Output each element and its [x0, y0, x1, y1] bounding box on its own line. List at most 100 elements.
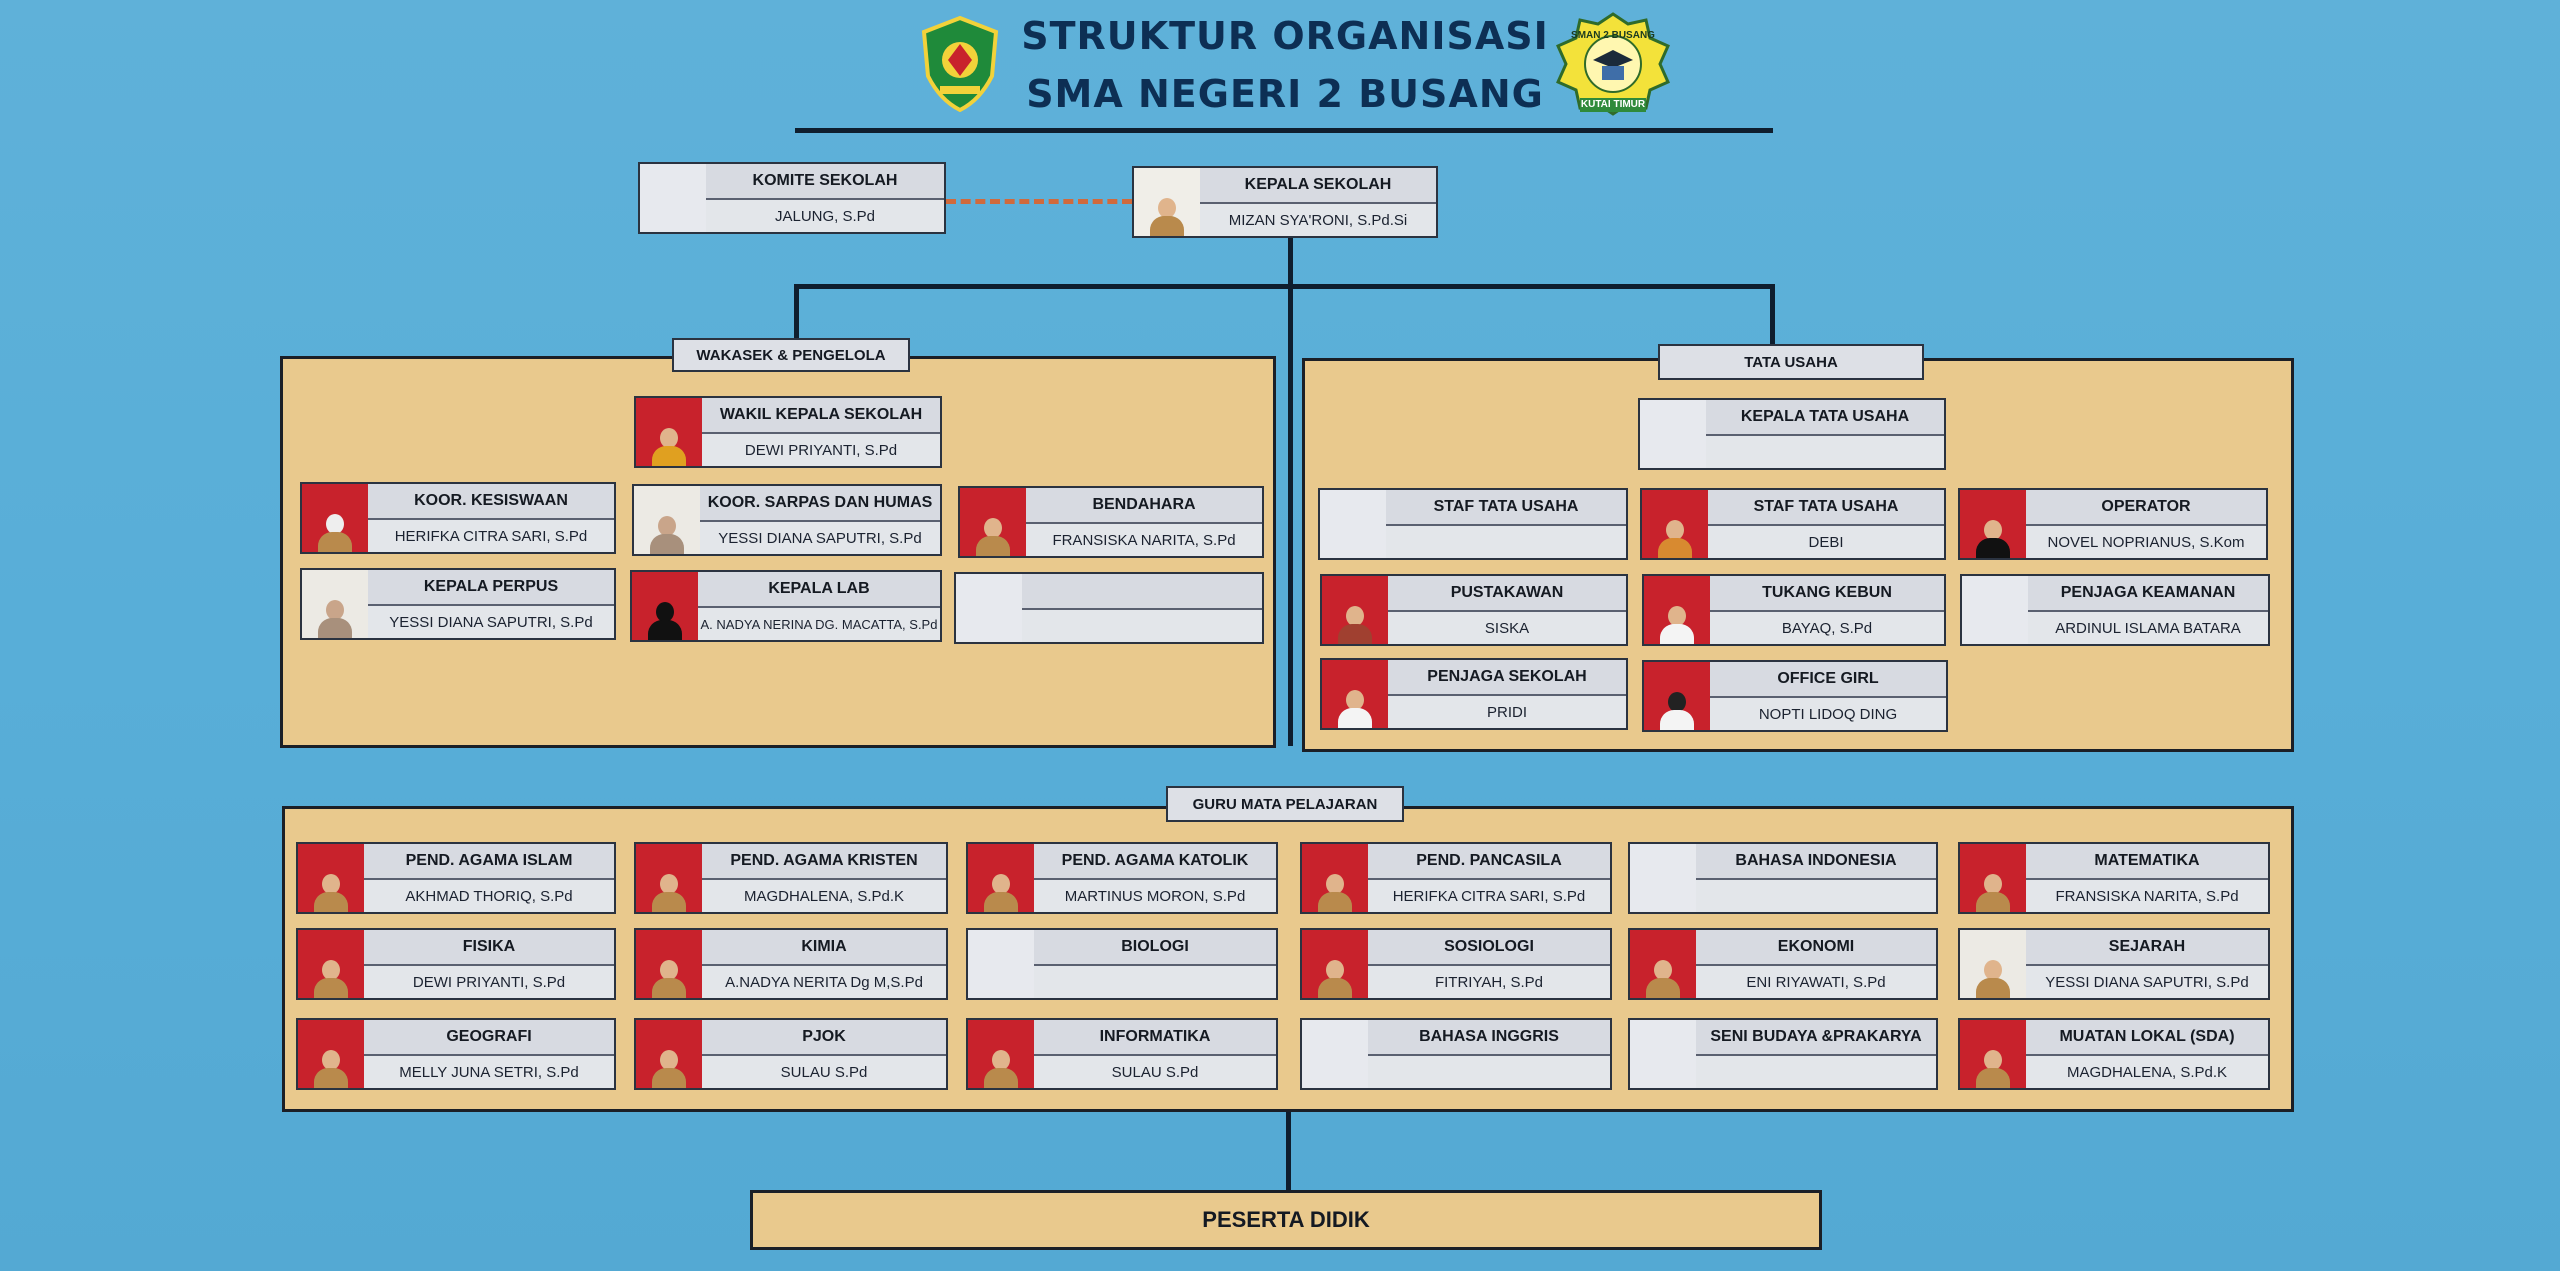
card-name: ARDINUL ISLAMA BATARA	[2028, 612, 2268, 644]
person-photo	[968, 844, 1036, 912]
card-wakil-kepala: WAKIL KEPALA SEKOLAH DEWI PRIYANTI, S.Pd	[634, 396, 942, 468]
person-photo	[636, 1020, 704, 1088]
card-name: AKHMAD THORIQ, S.Pd	[364, 880, 614, 912]
card-role: KEPALA LAB	[698, 572, 940, 608]
card-role: MATEMATIKA	[2026, 844, 2268, 880]
label-tata-usaha: TATA USAHA	[1658, 344, 1924, 380]
card-role: KEPALA SEKOLAH	[1200, 168, 1436, 204]
person-photo	[298, 844, 366, 912]
card-role: OPERATOR	[2026, 490, 2266, 526]
card-role: PEND. AGAMA ISLAM	[364, 844, 614, 880]
card-role: FISIKA	[364, 930, 614, 966]
card-penjaga-keamanan: PENJAGA KEAMANAN ARDINUL ISLAMA BATARA	[1960, 574, 2270, 646]
person-photo	[968, 1020, 1036, 1088]
page-title-line2: SMA NEGERI 2 BUSANG	[1026, 72, 1544, 116]
card-kepala-perpus: KEPALA PERPUS YESSI DIANA SAPUTRI, S.Pd	[300, 568, 616, 640]
card-name: FRANSISKA NARITA, S.Pd	[1026, 524, 1262, 556]
person-photo	[1322, 660, 1390, 728]
school-logo: SMAN 2 BUSANG KUTAI TIMUR	[1550, 10, 1676, 118]
person-photo	[1644, 576, 1712, 644]
peserta-didik-box: PESERTA DIDIK	[750, 1190, 1822, 1250]
card-role: PEND. AGAMA KRISTEN	[702, 844, 946, 880]
provincial-logo	[920, 15, 1000, 113]
card-name: HERIFKA CITRA SARI, S.Pd	[1368, 880, 1610, 912]
photo-placeholder	[1962, 576, 2030, 644]
card-name: A. NADYA NERINA DG. MACATTA, S.Pd	[698, 608, 940, 640]
card-role: SOSIOLOGI	[1368, 930, 1610, 966]
card-name: FRANSISKA NARITA, S.Pd	[2026, 880, 2268, 912]
card-role: GEOGRAFI	[364, 1020, 614, 1056]
card-office-girl: OFFICE GIRL NOPTI LIDOQ DING	[1642, 660, 1948, 732]
person-photo	[302, 484, 370, 552]
school-logo-bottom-text: KUTAI TIMUR	[1580, 99, 1646, 110]
card-name: PRIDI	[1388, 696, 1626, 728]
photo-placeholder	[956, 574, 1024, 642]
card-name: FITRIYAH, S.Pd	[1368, 966, 1610, 998]
card-role: KOOR. SARPAS DAN HUMAS	[700, 486, 940, 522]
connector-branch-horizontal	[794, 284, 1774, 289]
card-name: DEWI PRIYANTI, S.Pd	[702, 434, 940, 466]
photo-placeholder	[1630, 1020, 1698, 1088]
person-photo	[960, 488, 1028, 556]
person-photo	[632, 572, 700, 640]
card-role	[1022, 574, 1262, 610]
card-role: BIOLOGI	[1034, 930, 1276, 966]
connector-right-drop	[1770, 284, 1775, 344]
card-name: DEBI	[1708, 526, 1944, 558]
card-koor-kesiswaan: KOOR. KESISWAAN HERIFKA CITRA SARI, S.Pd	[300, 482, 616, 554]
card-name	[1022, 610, 1262, 642]
card-staf-tata-usaha-1: STAF TATA USAHA	[1318, 488, 1628, 560]
card-name: YESSI DIANA SAPUTRI, S.Pd	[700, 522, 940, 554]
connector-main-vertical	[1288, 236, 1293, 746]
card-name: NOPTI LIDOQ DING	[1710, 698, 1946, 730]
card-role: EKONOMI	[1696, 930, 1936, 966]
card-role: KEPALA TATA USAHA	[1706, 400, 1944, 436]
connector-guru-drop	[1286, 1108, 1291, 1192]
person-photo	[636, 930, 704, 998]
card-koor-sarpas: KOOR. SARPAS DAN HUMAS YESSI DIANA SAPUT…	[632, 484, 942, 556]
page-title-line1: STRUKTUR ORGANISASI	[1021, 14, 1549, 58]
card-empty	[954, 572, 1264, 644]
card-name: SULAU S.Pd	[1034, 1056, 1276, 1088]
card-name	[1386, 526, 1626, 558]
label-wakasek-pengelola: WAKASEK & PENGELOLA	[672, 338, 910, 372]
card-komite-sekolah: KOMITE SEKOLAH JALUNG, S.Pd	[638, 162, 946, 234]
card-name	[1706, 436, 1944, 468]
card-name: MIZAN SYA'RONI, S.Pd.Si	[1200, 204, 1436, 236]
person-photo	[298, 930, 366, 998]
person-photo	[1302, 844, 1370, 912]
card-name	[1368, 1056, 1610, 1088]
photo-placeholder	[968, 930, 1036, 998]
card-guru: MUATAN LOKAL (SDA)MAGDHALENA, S.Pd.K	[1958, 1018, 2270, 1090]
card-name: ENI RIYAWATI, S.Pd	[1696, 966, 1936, 998]
person-photo	[1960, 930, 2028, 998]
photo-placeholder	[1320, 490, 1388, 558]
photo-placeholder	[1630, 844, 1698, 912]
card-name: YESSI DIANA SAPUTRI, S.Pd	[2026, 966, 2268, 998]
person-photo	[1960, 844, 2028, 912]
card-pustakawan: PUSTAKAWAN SISKA	[1320, 574, 1628, 646]
person-photo	[1960, 490, 2028, 558]
card-guru: BAHASA INGGRIS	[1300, 1018, 1612, 1090]
card-role: BAHASA INGGRIS	[1368, 1020, 1610, 1056]
card-name: HERIFKA CITRA SARI, S.Pd	[368, 520, 614, 552]
person-photo	[1644, 662, 1712, 730]
photo-placeholder	[640, 164, 708, 232]
card-name: A.NADYA NERITA Dg M,S.Pd	[702, 966, 946, 998]
person-photo	[1134, 168, 1202, 236]
card-role: PEND. AGAMA KATOLIK	[1034, 844, 1276, 880]
card-staf-tata-usaha-2: STAF TATA USAHA DEBI	[1640, 488, 1946, 560]
person-photo	[1322, 576, 1390, 644]
card-role: KOOR. KESISWAAN	[368, 484, 614, 520]
connector-left-drop	[794, 284, 799, 340]
person-photo	[636, 398, 704, 466]
card-name: MELLY JUNA SETRI, S.Pd	[364, 1056, 614, 1088]
